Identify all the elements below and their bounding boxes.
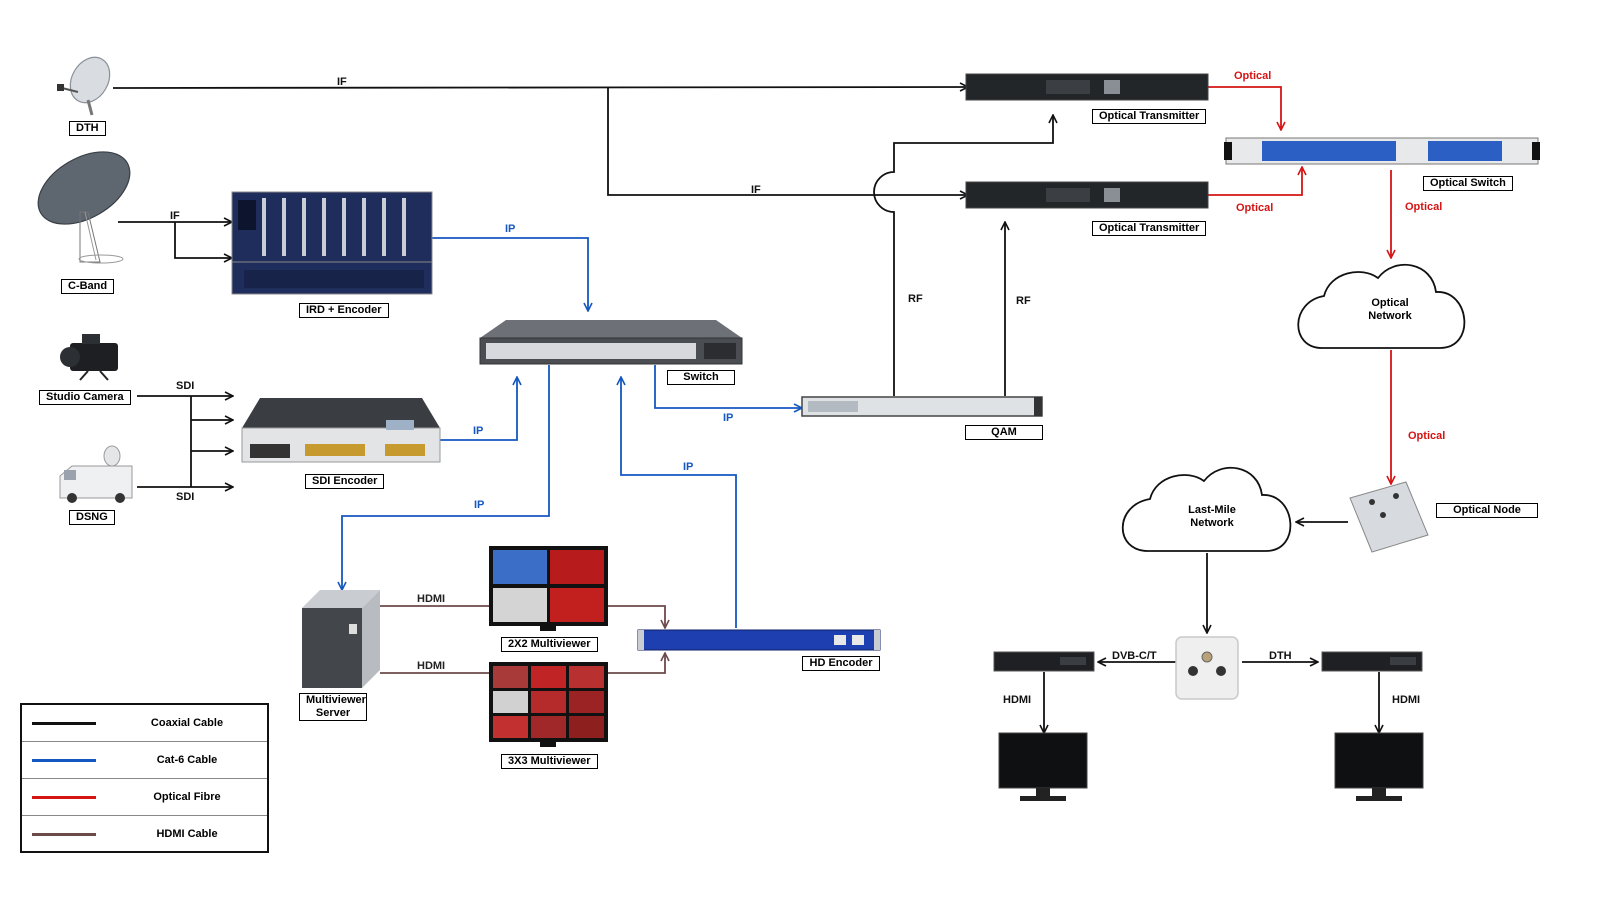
legend-label-optical: Optical Fibre — [153, 791, 221, 803]
legend-label-hdmi: HDMI Cable — [156, 828, 218, 840]
dvb-wire-label: DVB-C/T — [1112, 650, 1157, 662]
legend-row-hdmi: HDMI Cable — [22, 816, 267, 852]
ird-encoder-label: IRD + Encoder — [299, 303, 389, 318]
hdmi-top-wire-label: HDMI — [417, 593, 446, 605]
optical-switch-out-wire-label: Optical — [1405, 201, 1443, 213]
rf-right-wire-label: RF — [1016, 295, 1031, 307]
if-cband-wire-label: IF — [170, 210, 180, 222]
optical-switch-icon — [1224, 137, 1540, 165]
ird-encoder-icon — [231, 191, 433, 295]
optical-tx2-line — [1208, 167, 1302, 196]
optical-network-label: Optical Network — [1368, 297, 1412, 322]
legend-row-cat6: Cat-6 Cable — [22, 742, 267, 779]
cband-label: C-Band — [61, 279, 115, 294]
last-mile-network-label: Last-Mile Network — [1188, 504, 1236, 529]
dth-label: DTH — [69, 121, 106, 136]
last-mile-cloud — [1121, 466, 1292, 552]
ip-sdi-wire-label: IP — [473, 425, 484, 437]
coax-lines — [112, 87, 1379, 733]
legend-swatch-hdmi — [32, 833, 96, 836]
optical-transmitter-1-icon — [965, 73, 1209, 101]
dth-out-wire-label: DTH — [1269, 650, 1292, 662]
mv2x2-to-hd — [608, 605, 665, 628]
studio-camera-icon — [60, 334, 118, 381]
ip-server-wire-label: IP — [474, 499, 485, 511]
optical-tx1-line — [1208, 86, 1281, 130]
multiviewer-3x3-label: 3X3 Multiviewer — [501, 754, 598, 769]
dth-dish-icon — [57, 56, 111, 116]
hdmi-left-tv-wire-label: HDMI — [1003, 694, 1032, 706]
sdi-top-wire-label: SDI — [176, 380, 195, 392]
if-dth-line — [112, 87, 968, 88]
ip-ird-wire-label: IP — [505, 223, 516, 235]
mv3x3-to-hd — [608, 653, 665, 674]
hdmi-lines — [380, 605, 665, 674]
legend: Coaxial Cable Cat-6 Cable Optical Fibre … — [20, 703, 269, 853]
qam-icon — [801, 396, 1043, 417]
multiviewer-2x2-icon — [489, 546, 608, 631]
if-tx2-wire-label: IF — [751, 184, 761, 196]
wall-outlet-icon — [1175, 636, 1239, 700]
ip-hd-line — [621, 377, 737, 628]
set-top-box-right-icon — [1321, 651, 1423, 672]
sdi-bottom-wire-label: SDI — [176, 491, 195, 503]
multiviewer-server-icon — [302, 590, 380, 688]
ip-hd-wire-label: IP — [683, 461, 694, 473]
rf-left-wire-label: RF — [908, 293, 923, 305]
rf-left-line — [873, 115, 1053, 396]
optical-node-label: Optical Node — [1436, 503, 1538, 518]
ip-sdi-line — [440, 377, 517, 441]
optical-lines — [1208, 86, 1391, 484]
optical-network-out-wire-label: Optical — [1408, 430, 1446, 442]
optical-tx2-wire-label: Optical — [1236, 202, 1274, 214]
optical-switch-label: Optical Switch — [1423, 176, 1513, 191]
legend-row-coax: Coaxial Cable — [22, 705, 267, 742]
optical-tx1-wire-label: Optical — [1234, 70, 1272, 82]
switch-label: Switch — [667, 370, 735, 385]
ip-qam-line — [654, 365, 802, 408]
studio-camera-label: Studio Camera — [39, 390, 131, 405]
dsng-label: DSNG — [69, 510, 115, 525]
legend-swatch-optical — [32, 796, 96, 799]
multiviewer-2x2-label: 2X2 Multiviewer — [501, 637, 598, 652]
tv-left-icon — [998, 732, 1088, 801]
set-top-box-left-icon — [993, 651, 1095, 672]
if-branch-tx2 — [607, 88, 968, 195]
optical-network-cloud — [1297, 263, 1466, 349]
hdmi-bottom-wire-label: HDMI — [417, 660, 446, 672]
legend-label-coax: Coaxial Cable — [150, 717, 224, 729]
optical-transmitter-2-label: Optical Transmitter — [1092, 221, 1207, 236]
tv-right-icon — [1334, 732, 1424, 801]
hd-encoder-label: HD Encoder — [802, 656, 880, 671]
ip-server-line — [342, 365, 550, 590]
switch-icon — [479, 320, 743, 365]
if-cband-branch — [174, 222, 232, 258]
qam-label: QAM — [965, 425, 1043, 440]
sdi-encoder-label: SDI Encoder — [305, 474, 385, 489]
cat6-lines — [342, 237, 802, 628]
legend-row-optical: Optical Fibre — [22, 779, 267, 816]
legend-label-cat6: Cat-6 Cable — [156, 754, 218, 766]
optical-node-icon — [1349, 481, 1429, 553]
ip-qam-wire-label: IP — [723, 412, 734, 424]
dsng-van-icon — [59, 445, 133, 503]
cband-dish-icon — [37, 151, 131, 264]
if-dth-wire-label: IF — [337, 76, 347, 88]
hdmi-right-tv-wire-label: HDMI — [1392, 694, 1421, 706]
ip-ird-line — [432, 237, 588, 311]
hd-encoder-icon — [637, 629, 881, 651]
multiviewer-3x3-icon — [489, 662, 608, 747]
optical-transmitter-2-icon — [965, 181, 1209, 209]
sdi-encoder-icon — [241, 398, 441, 463]
legend-swatch-coax — [32, 722, 96, 725]
legend-swatch-cat6 — [32, 759, 96, 762]
multiviewer-server-label: Multiviewer Server — [299, 693, 367, 721]
optical-transmitter-1-label: Optical Transmitter — [1092, 109, 1207, 124]
